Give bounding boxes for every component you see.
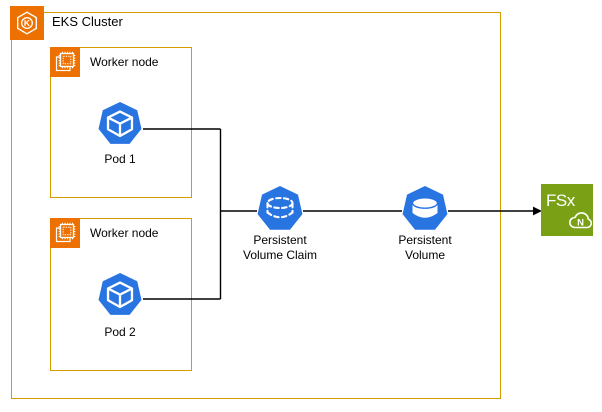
- eks-cluster-icon: K: [10, 6, 44, 40]
- eks-icon-letter: K: [24, 18, 31, 28]
- worker-node-2-label: Worker node: [90, 226, 159, 240]
- pvc-label-line1: Persistent: [253, 233, 307, 247]
- worker-node-2-chip-icon: [50, 218, 80, 248]
- persistent-volume-icon: [401, 185, 449, 233]
- persistent-volume-claim-label: Persistent Volume Claim: [243, 233, 317, 263]
- pod-2-label: Pod 2: [104, 325, 136, 339]
- worker-node-1-box: [50, 47, 192, 198]
- netapp-cloud-outline: [569, 212, 593, 229]
- pod-2-icon: [97, 272, 143, 318]
- worker-node-1-chip-icon: [50, 47, 80, 77]
- netapp-cloud-letter: N: [577, 218, 584, 229]
- persistent-volume-label: Persistent Volume: [398, 233, 451, 263]
- pv-label-line1: Persistent: [398, 233, 452, 247]
- fsx-label-text: FSx: [546, 191, 576, 210]
- eks-cluster-label: EKS Cluster: [52, 14, 123, 29]
- persistent-volume-claim-icon: [256, 185, 304, 233]
- pvc-label-line2: Volume Claim: [242, 248, 318, 262]
- pod-1-label: Pod 1: [104, 152, 136, 166]
- pv-label-line2: Volume: [404, 248, 446, 262]
- fsx-for-netapp-ontap-icon: FSx N: [541, 184, 593, 236]
- worker-node-1-label: Worker node: [90, 55, 159, 69]
- pod-1-icon: [97, 101, 143, 147]
